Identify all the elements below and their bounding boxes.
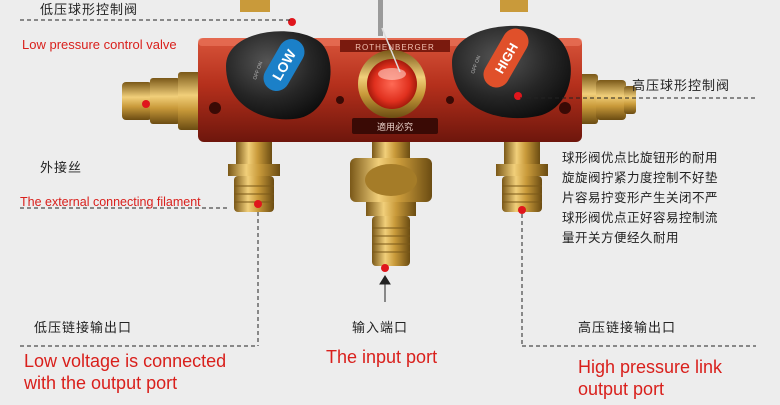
left-side-fitting [122,72,204,130]
description-line: 片容易拧变形产生关闭不严 [562,190,719,205]
high-link-label-zh: 高压链接输出口 [578,321,677,336]
low-link-label-en-1: Low voltage is connected [24,351,227,371]
valve-description: 球形阀优点比旋钮形的耐用 旋旋阀拧紧力度控制不好垫 片容易拧变形产生关闭不严 球… [562,148,776,248]
low-valve-label-zh: 低压球形控制阀 [40,3,139,18]
description-line: 旋旋阀拧紧力度控制不好垫 [562,170,719,185]
description-line: 量开关方便经久耐用 [562,230,680,245]
high-pressure-knob: HIGH OFF ON [452,25,571,119]
input-label-zh: 输入端口 [352,321,409,336]
low-link-label-zh: 低压链接输出口 [34,321,133,336]
description-line: 球形阀优点比旋钮形的耐用 [562,150,719,165]
high-badge: HIGH [483,28,529,88]
external-label-zh: 外接丝 [40,161,83,176]
sight-glass [358,27,426,118]
brand-text: ROTHENBERGER [355,43,435,52]
input-label-en: The input port [326,347,438,367]
input-fitting [350,142,432,272]
plate-text: 適用必究 [377,121,413,133]
high-output-fitting [496,142,548,214]
low-output-fitting [228,142,280,212]
leader-lines [20,19,756,347]
description-line: 球形阀优点正好容易控制流 [562,210,719,225]
high-valve-label-zh: 高压球形控制阀 [632,79,731,94]
low-valve-label-en: Low pressure control valve [22,37,177,52]
high-link-label-en-1: High pressure link [578,357,723,377]
high-link-label-en-2: output port [578,379,665,399]
low-link-label-en-2: with the output port [24,373,178,393]
external-label-en: The external connecting filament [20,195,201,209]
top-rod [378,0,383,36]
